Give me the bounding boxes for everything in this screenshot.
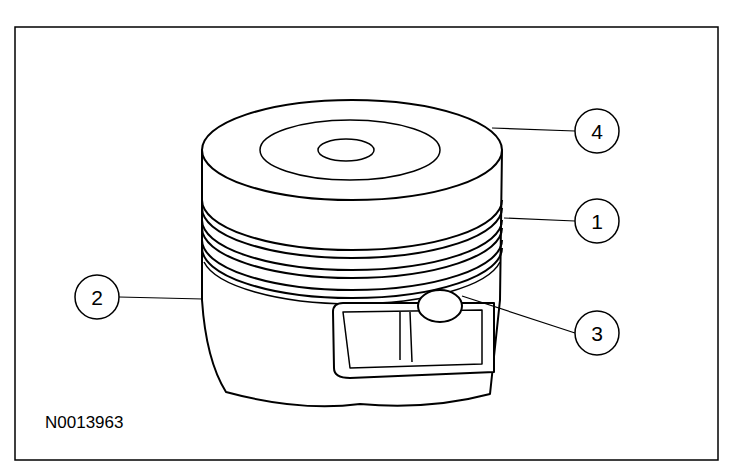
- ring-groove: [202, 200, 502, 250]
- figure-frame: [15, 27, 718, 460]
- figure-code: N0013963: [45, 414, 123, 431]
- leader-line: [504, 218, 575, 221]
- piston-pin-bore: [418, 290, 462, 322]
- ring-groove: [202, 220, 502, 270]
- piston-crown: [202, 100, 502, 200]
- ring-groove: [202, 208, 502, 258]
- callout-circle: [575, 311, 619, 355]
- pin-boss-recess: [333, 303, 494, 378]
- leader-line: [462, 296, 575, 333]
- callout-circle: [75, 275, 119, 319]
- callout-number: 3: [591, 323, 603, 344]
- ring-groove: [202, 248, 502, 298]
- pin-boss-rib: [400, 312, 412, 362]
- ring-groove: [202, 240, 502, 290]
- callout-number: 2: [91, 287, 103, 308]
- crown-center: [318, 139, 374, 161]
- callout-number: 4: [591, 121, 603, 142]
- leader-line: [119, 297, 203, 299]
- ring-groove: [202, 228, 502, 278]
- callout-circle: [575, 109, 619, 153]
- crown-recess: [260, 120, 440, 180]
- callout-circle: [575, 199, 619, 243]
- pin-boss-inner: [343, 310, 482, 368]
- callout-number: 1: [591, 211, 603, 232]
- leader-line: [492, 128, 575, 131]
